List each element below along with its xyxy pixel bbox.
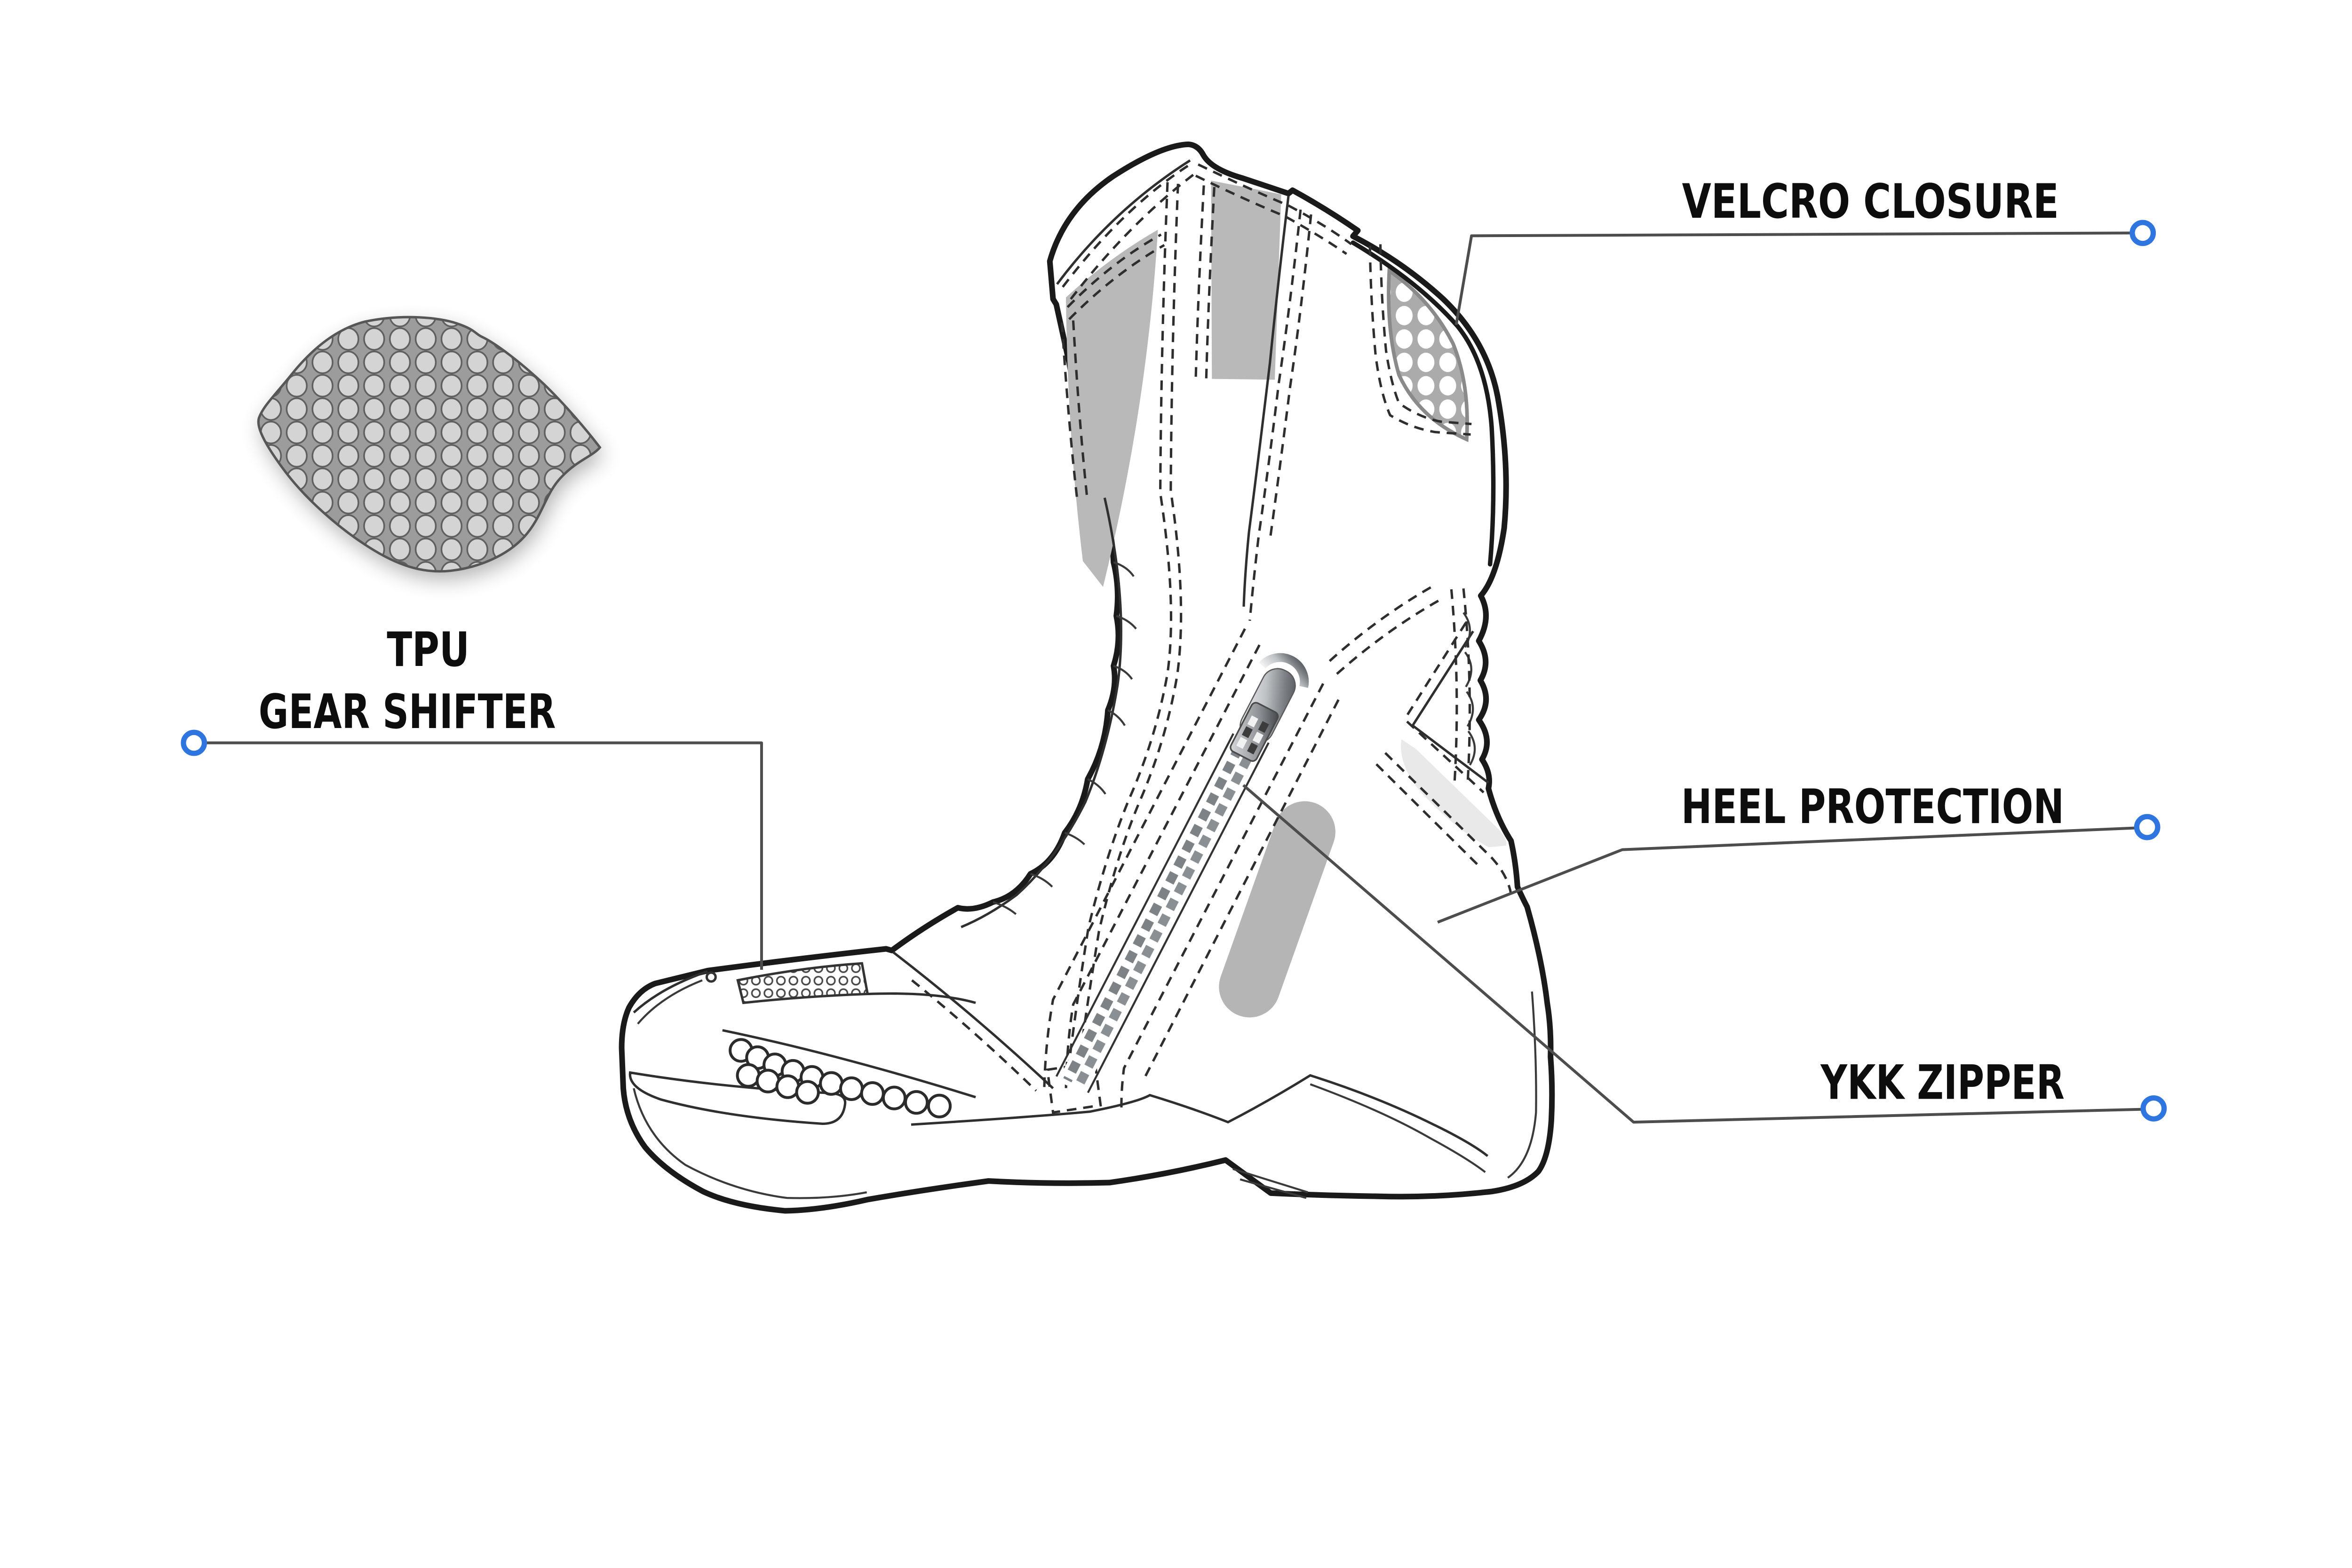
shin-panel bbox=[1066, 230, 1158, 587]
leader-line-velcro bbox=[1454, 231, 2133, 325]
gray-panels bbox=[1066, 180, 1281, 587]
callout-dot-velcro bbox=[2130, 220, 2156, 246]
boot-feature-diagram: VELCRO CLOSURE TPU GEAR SHIFTER HEEL PRO… bbox=[181, 141, 2167, 1214]
label-gear-shifter: GEAR SHIFTER bbox=[259, 684, 556, 739]
boot-outline bbox=[619, 141, 1555, 1214]
boot-illustration bbox=[619, 141, 1555, 1214]
label-velcro-closure: VELCRO CLOSURE bbox=[1682, 174, 2059, 229]
back-inner-line bbox=[1351, 240, 1496, 567]
callout-dot-tpu bbox=[181, 729, 207, 756]
sole-details bbox=[628, 991, 1537, 1199]
zipper-slider bbox=[1230, 653, 1309, 762]
page: VELCRO CLOSURE TPU GEAR SHIFTER HEEL PRO… bbox=[181, 141, 2167, 1214]
heel-light-strip bbox=[1401, 739, 1507, 847]
front-stripe-panel bbox=[1211, 180, 1281, 380]
callout-heel-protection: HEEL PROTECTION bbox=[1437, 779, 2161, 924]
velcro-mesh-patch bbox=[1387, 267, 1469, 442]
ankle-pad-bar bbox=[1219, 801, 1335, 1018]
tpu-pad bbox=[257, 316, 602, 573]
callout-dot-heel bbox=[2134, 814, 2161, 840]
cuff-inner-line bbox=[1056, 159, 1191, 285]
callout-tpu-gear-shifter: TPU GEAR SHIFTER bbox=[181, 622, 763, 970]
toe-mesh-patch bbox=[736, 962, 869, 1005]
leader-line-heel bbox=[1437, 826, 2137, 924]
label-tpu: TPU bbox=[387, 622, 469, 677]
label-heel-protection: HEEL PROTECTION bbox=[1681, 779, 2064, 834]
callouts: VELCRO CLOSURE TPU GEAR SHIFTER HEEL PRO… bbox=[181, 174, 2167, 1124]
callout-ykk-zipper: YKK ZIPPER bbox=[1242, 784, 2167, 1124]
callout-dot-ykk bbox=[2140, 1095, 2167, 1122]
label-ykk-zipper: YKK ZIPPER bbox=[1820, 1054, 2065, 1110]
flap-seam bbox=[1242, 196, 1290, 607]
callout-velcro-closure: VELCRO CLOSURE bbox=[1454, 174, 2156, 325]
toe-stud-circles bbox=[729, 1038, 952, 1118]
zipper-center-gap bbox=[1072, 736, 1253, 1084]
accordion-ribs bbox=[961, 497, 1137, 928]
zipper-pull-holes bbox=[1236, 715, 1269, 755]
zipper-assembly bbox=[1055, 653, 1309, 1094]
tpu-pad-illustration bbox=[257, 316, 604, 580]
leader-line-ykk bbox=[1242, 784, 2144, 1124]
leader-line-tpu bbox=[205, 741, 763, 970]
